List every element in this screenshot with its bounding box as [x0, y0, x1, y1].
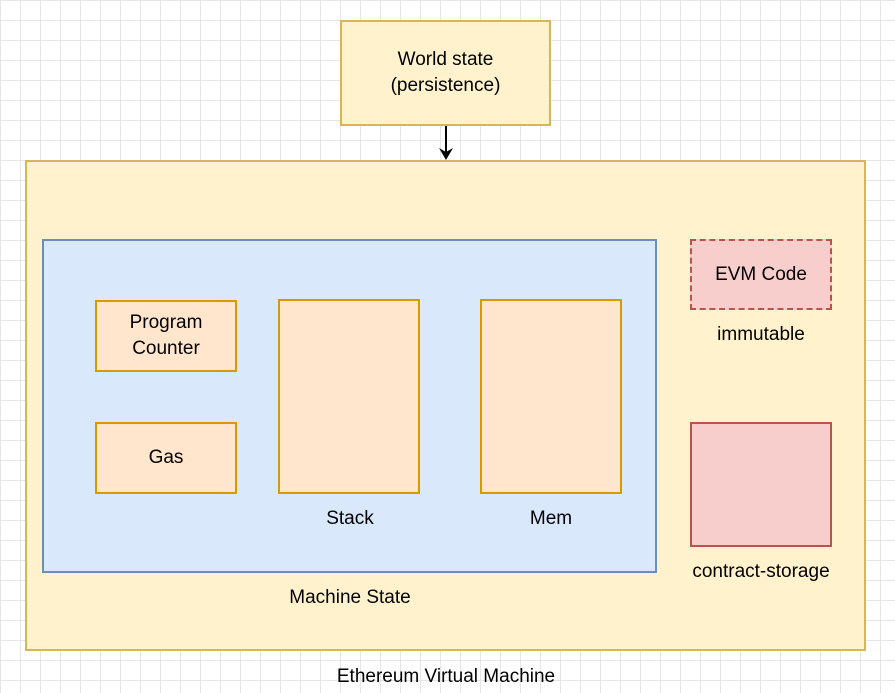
world-state-arrow: [439, 126, 453, 160]
evm-code-box: EVM Code: [690, 239, 832, 310]
stack-box: [278, 299, 420, 494]
program-counter-box: Program Counter: [95, 300, 237, 372]
immutable-caption: immutable: [717, 324, 805, 345]
world-state-title: World state: [397, 49, 494, 71]
machine-state-caption: Machine State: [289, 587, 411, 608]
evm-caption: Ethereum Virtual Machine: [336, 666, 556, 687]
gas-box: Gas: [95, 422, 237, 494]
program-counter-line2: Counter: [132, 338, 200, 359]
contract-storage-box: [690, 422, 832, 547]
program-counter-line1: Program: [129, 312, 203, 334]
world-state-box: World state (persistence): [340, 20, 551, 126]
contract-storage-caption: contract-storage: [692, 561, 830, 582]
gas-label: Gas: [148, 447, 184, 469]
mem-box: [480, 299, 622, 494]
mem-label: Mem: [529, 508, 573, 529]
stack-label: Stack: [326, 508, 374, 529]
world-state-subtitle: (persistence): [390, 75, 501, 96]
evm-code-label: EVM Code: [715, 263, 807, 285]
